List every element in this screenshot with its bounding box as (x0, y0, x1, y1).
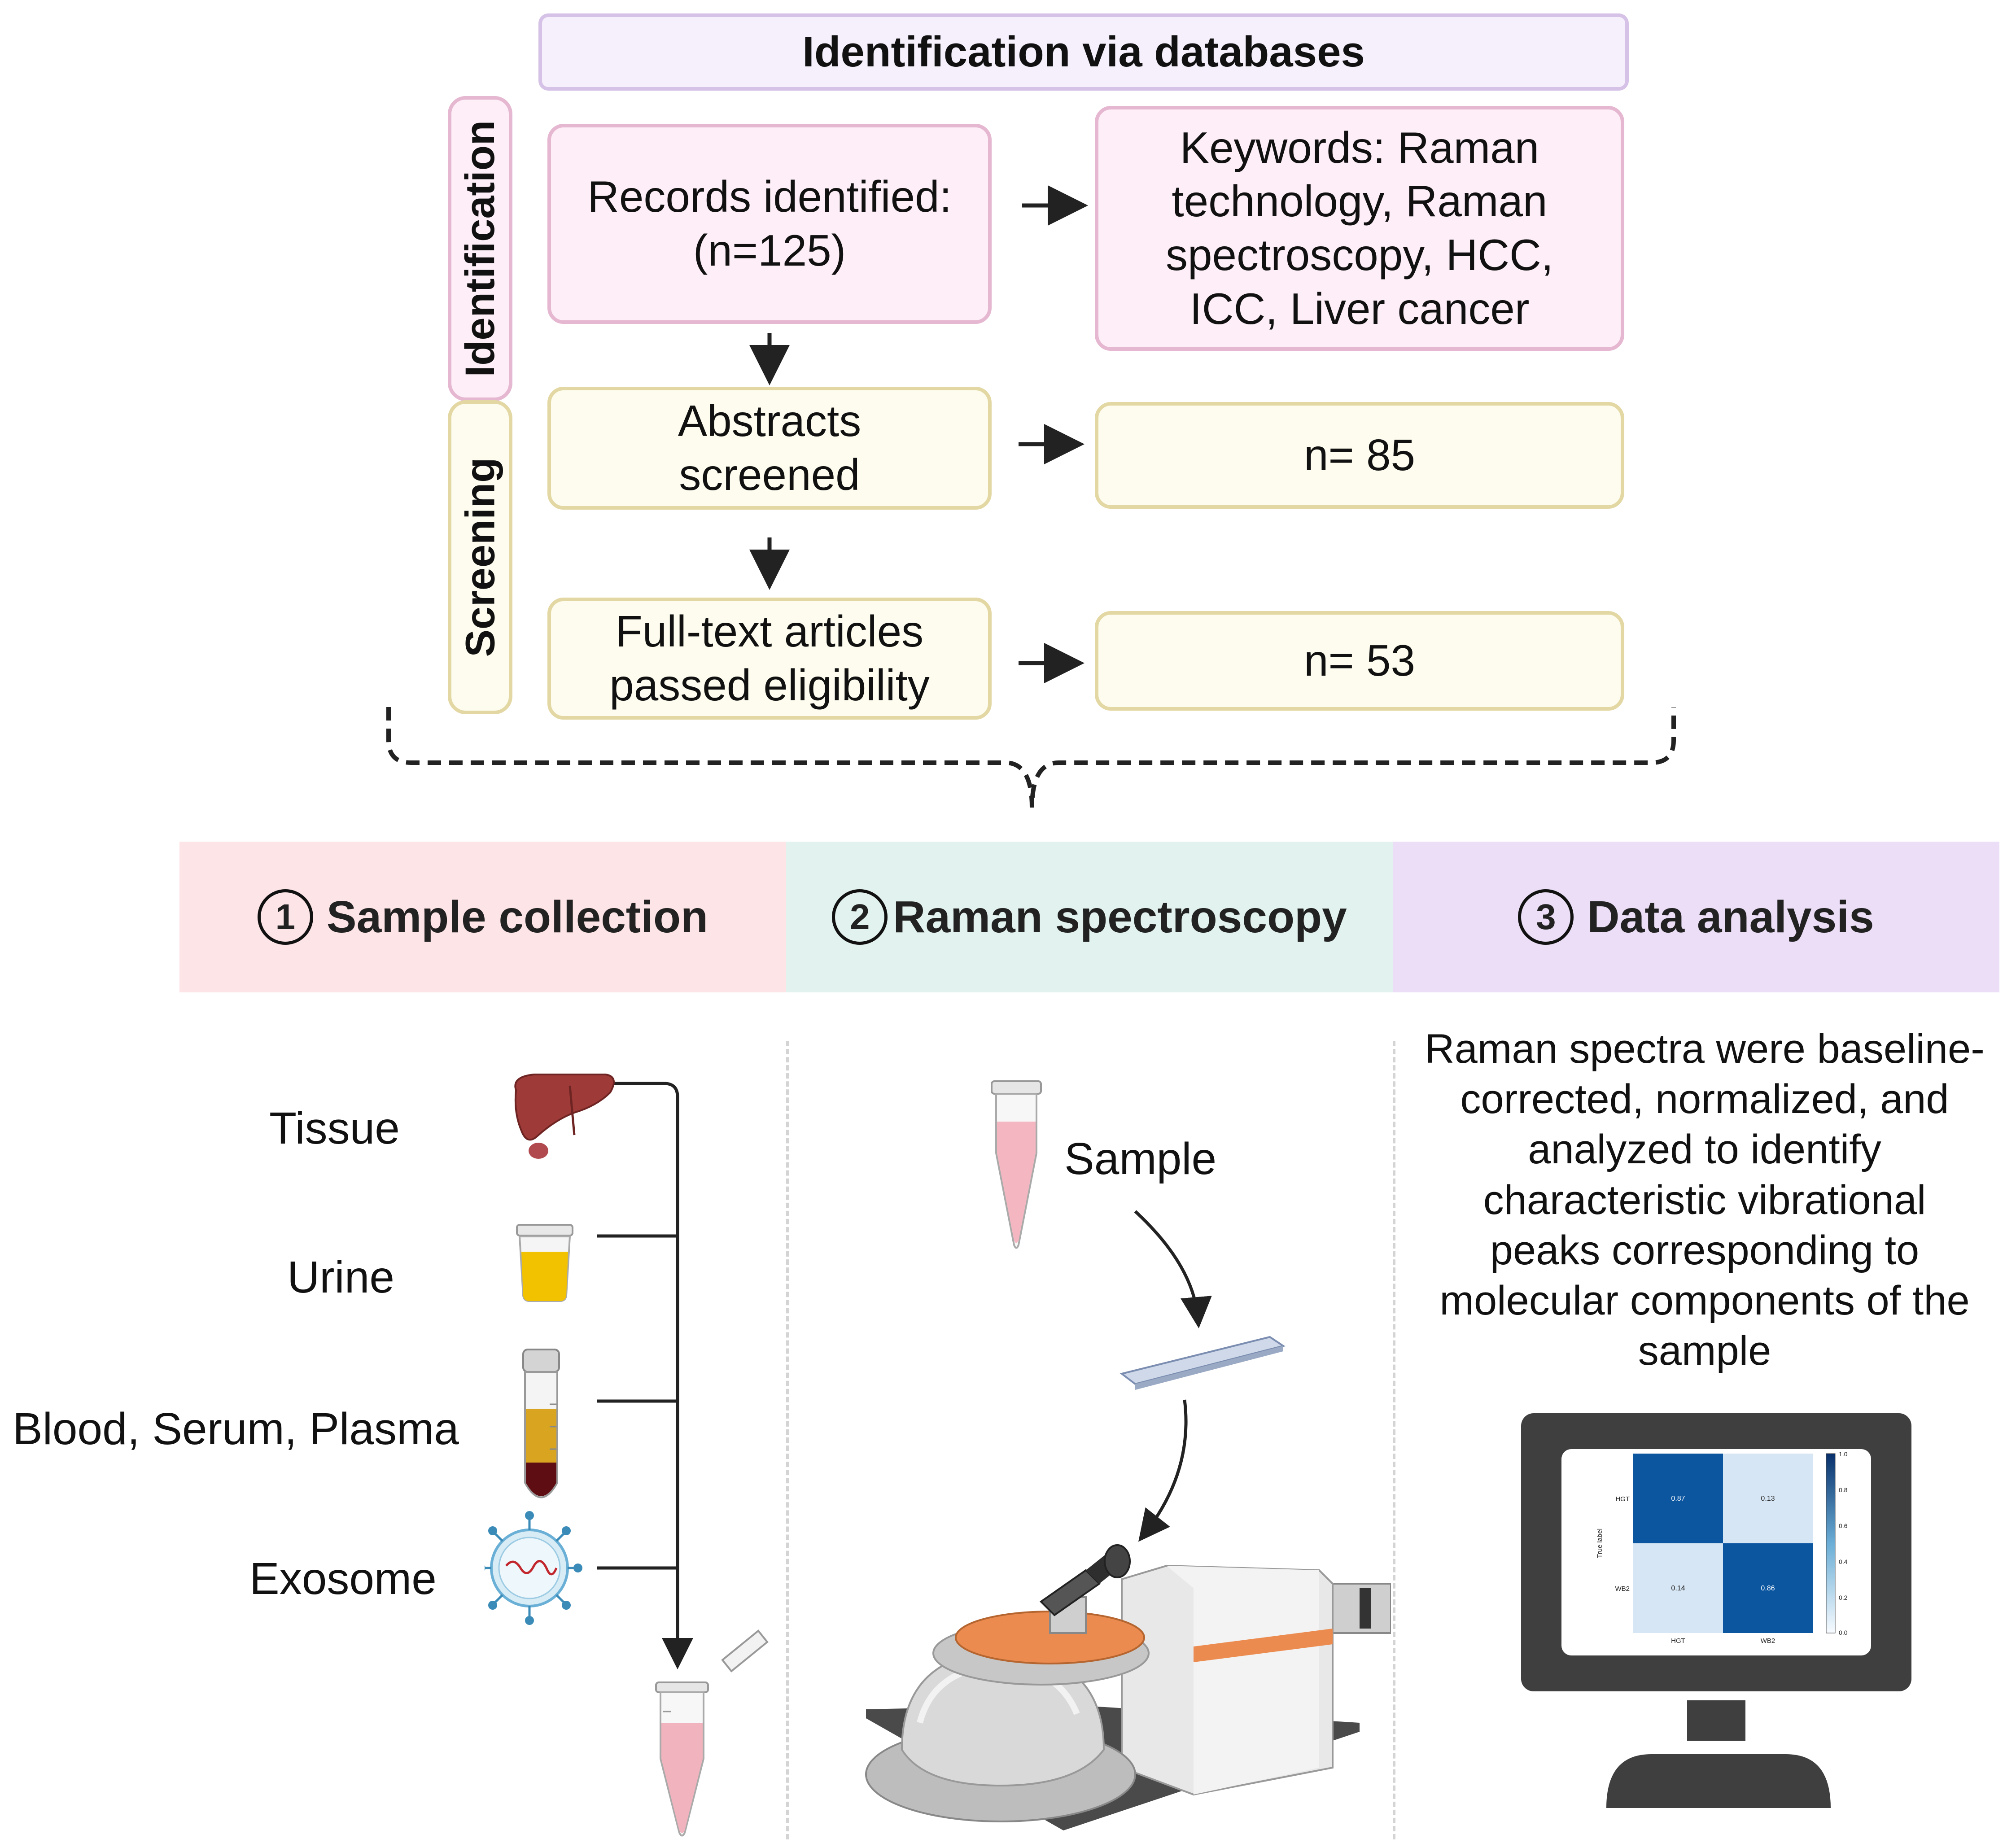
step3-title: Data analysis (1587, 891, 1874, 942)
blood-tube-icon (522, 1349, 560, 1498)
abstracts-screened-box: Abstracts screened (547, 387, 992, 510)
monitor-stand (1606, 1754, 1831, 1808)
cm-value-0-0: 0.87 (1671, 1495, 1685, 1502)
cm-col-label-1: WB2 (1761, 1637, 1775, 1645)
cm-value-0-1: 0.13 (1761, 1495, 1775, 1502)
cm-cell-1-1 (1723, 1543, 1813, 1633)
fulltext-line2: passed eligibility (609, 660, 930, 710)
step1-number: 1 (257, 889, 313, 945)
cm-row-label-0: HGT (1615, 1495, 1630, 1503)
cm-cell-1-0 (1633, 1543, 1723, 1633)
keywords-line1: Keywords: Raman (1180, 122, 1539, 172)
cm-value-1-0: 0.14 (1671, 1585, 1685, 1592)
keywords-box: Keywords: Raman technology, Raman spectr… (1095, 106, 1624, 351)
stage-identification: Identification (448, 96, 512, 401)
analysis-line2: corrected, normalized, and (1460, 1076, 1949, 1122)
stage-screening: Screening (448, 400, 512, 714)
sample-collection-illustration (485, 1074, 769, 1837)
abstracts-count-box: n= 85 (1095, 402, 1624, 509)
raman-instrument-icon (865, 1544, 1391, 1830)
fulltext-line1: Full-text articles (615, 607, 924, 656)
monitor-neck (1687, 1700, 1745, 1741)
abstracts-count: n= 85 (1304, 430, 1415, 480)
cm-col-label-0: HGT (1671, 1637, 1685, 1645)
analysis-line4: characteristic vibrational (1483, 1177, 1926, 1223)
step2-title: Raman spectroscopy (893, 891, 1347, 942)
abstracts-line2: screened (679, 450, 860, 499)
analysis-line3: analyzed to identify (1528, 1127, 1881, 1173)
prisma-connectors (386, 185, 1676, 808)
step1-band: 1 Sample collection (179, 842, 786, 992)
fulltext-count: n= 53 (1304, 636, 1415, 686)
step3-band: 3 Data analysis (1393, 842, 1999, 992)
records-identified-line1: Records identified: (587, 172, 952, 222)
cm-colorbar: 1.0 0.8 0.6 0.4 0.2 0.0 (1826, 1450, 1848, 1636)
cb-tick-0: 1.0 (1839, 1450, 1848, 1458)
collection-tube-icon (655, 1629, 769, 1837)
sample-label: Sample (1064, 1134, 1217, 1184)
cb-tick-5: 0.0 (1839, 1629, 1848, 1636)
analysis-line1: Raman spectra were baseline- (1425, 1026, 1985, 1072)
sample-type-tissue: Tissue (269, 1103, 400, 1153)
sample-type-blood: Blood, Serum, Plasma (13, 1404, 459, 1454)
analysis-description: Raman spectra were baseline- corrected, … (1393, 1024, 2016, 1376)
step2-band: 2 Raman spectroscopy (786, 842, 1393, 992)
step3-number: 3 (1518, 889, 1574, 945)
fulltext-count-box: n= 53 (1095, 611, 1624, 711)
dashed-brace (386, 707, 1676, 808)
keywords-line4: ICC, Liver cancer (1189, 284, 1530, 333)
cm-cell-0-1 (1723, 1454, 1813, 1543)
sample-type-exosome: Exosome (249, 1554, 437, 1604)
glass-slide-icon (1120, 1336, 1286, 1390)
cb-tick-3: 0.4 (1839, 1558, 1848, 1565)
abstracts-line1: Abstracts (678, 396, 862, 446)
analysis-line6: molecular components of the (1439, 1278, 1970, 1324)
arrow-tube-to-slide (1134, 1210, 1212, 1328)
exosome-icon (485, 1511, 582, 1625)
divider-left (786, 1041, 789, 1839)
keywords-line3: spectroscopy, HCC, (1165, 230, 1554, 280)
urine-cup-icon (516, 1224, 573, 1302)
records-identified-count: (n=125) (693, 226, 846, 275)
step1-title: Sample collection (326, 891, 708, 942)
liver-icon (514, 1074, 615, 1159)
cm-ylabel: True label (1596, 1529, 1604, 1558)
sample-tube-icon (991, 1080, 1042, 1249)
step2-number: 2 (832, 889, 888, 945)
confusion-matrix: 0.87 0.13 0.14 0.86 HGT WB2 HGT WB2 True… (1596, 1454, 1813, 1645)
prisma-header: Identification via databases (538, 13, 1629, 91)
records-identified-box: Records identified: (n=125) (547, 124, 992, 324)
cm-row-label-1: WB2 (1615, 1585, 1630, 1593)
analysis-line5: peaks corresponding to (1490, 1227, 1920, 1273)
collection-connectors (588, 1082, 693, 1669)
analysis-line7: sample (1638, 1328, 1771, 1374)
raman-illustration (865, 1080, 1391, 1830)
prisma-header-text: Identification via databases (802, 28, 1365, 76)
sample-type-urine: Urine (287, 1252, 394, 1302)
cb-tick-1: 0.8 (1839, 1486, 1848, 1494)
keywords-line2: technology, Raman (1172, 176, 1548, 226)
monitor-illustration: 0.87 0.13 0.14 0.86 HGT WB2 HGT WB2 True… (1521, 1413, 1911, 1808)
fulltext-box: Full-text articles passed eligibility (547, 598, 992, 720)
arrow-slide-to-instrument (1138, 1399, 1188, 1542)
cb-tick-4: 0.2 (1839, 1594, 1848, 1601)
divider-right (1393, 1041, 1395, 1839)
cm-cell-0-0 (1633, 1454, 1723, 1543)
cm-value-1-1: 0.86 (1761, 1585, 1775, 1592)
cb-tick-2: 0.6 (1839, 1522, 1848, 1529)
